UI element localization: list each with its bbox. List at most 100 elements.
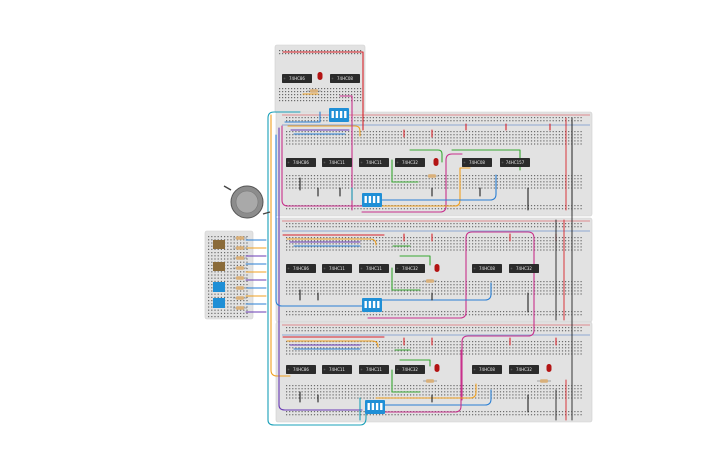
dip-switch-lever[interactable] <box>367 403 370 410</box>
breadboard-hole <box>351 391 353 393</box>
breadboard-hole <box>506 284 508 286</box>
breadboard-hole <box>298 311 300 313</box>
dip-switch-lever[interactable] <box>377 301 380 308</box>
breadboard-hole <box>561 181 564 183</box>
breadboard-hole <box>512 237 514 239</box>
breadboard-hole <box>434 181 436 183</box>
input-dip-switch[interactable] <box>213 298 225 308</box>
breadboard-hole <box>428 223 430 225</box>
dip-switch-lever[interactable] <box>335 111 339 118</box>
breadboard-hole <box>521 205 523 207</box>
dip-switch-row-1[interactable] <box>362 193 382 207</box>
breadboard-hole <box>233 312 235 314</box>
breadboard-hole <box>515 184 517 186</box>
breadboard-hole <box>326 223 328 225</box>
dip-switch-lever[interactable] <box>339 111 343 118</box>
dip-switch-lever[interactable] <box>364 196 367 203</box>
breadboard-hole <box>306 88 308 90</box>
breadboard-hole <box>503 246 505 248</box>
breadboard-hole <box>385 237 387 239</box>
breadboard-hole <box>490 353 492 355</box>
dip-switch-lever[interactable] <box>371 403 375 410</box>
breadboard-hole <box>555 140 557 142</box>
breadboard-hole <box>385 293 387 295</box>
breadboard-hole <box>357 237 359 239</box>
breadboard-hole <box>534 414 536 416</box>
breadboard-hole <box>321 53 323 55</box>
breadboard-hole <box>289 290 291 292</box>
breadboard-hole <box>496 131 498 133</box>
breadboard-hole <box>329 293 331 295</box>
dip-switch-lever[interactable] <box>344 111 347 118</box>
dip-switch-lever[interactable] <box>331 111 334 118</box>
breadboard-hole <box>382 134 384 136</box>
breadboard-hole <box>493 287 495 289</box>
breadboard-hole <box>375 290 378 292</box>
chip-label: 74HC86 <box>289 76 305 81</box>
breadboard-hole <box>447 388 449 390</box>
breadboard-hole <box>330 53 332 55</box>
breadboard-hole <box>499 388 502 390</box>
breadboard-hole <box>292 143 294 145</box>
breadboard-hole <box>416 385 418 387</box>
breadboard-hole <box>565 287 567 289</box>
breadboard-hole <box>475 249 477 251</box>
breadboard-hole <box>472 327 474 329</box>
breadboard-hole <box>372 226 374 228</box>
dip-switch-lever[interactable] <box>372 301 376 308</box>
input-dip-switch[interactable] <box>213 282 225 292</box>
breadboard-hole <box>540 287 542 289</box>
breadboard-hole <box>372 175 374 177</box>
breadboard-hole <box>400 208 402 210</box>
breadboard-hole <box>450 330 452 332</box>
dip-switch-lever[interactable] <box>372 196 376 203</box>
breadboard-hole <box>524 237 526 239</box>
breadboard-hole <box>434 143 436 145</box>
breadboard-hole <box>422 223 424 225</box>
breadboard-hole <box>574 414 576 416</box>
breadboard-hole <box>291 50 293 52</box>
breadboard-hole <box>301 249 303 251</box>
breadboard-hole <box>422 208 424 210</box>
breadboard-hole <box>543 281 545 283</box>
dip-switch-row-3[interactable] <box>365 400 385 414</box>
breadboard-hole <box>428 117 430 119</box>
breadboard-hole <box>326 208 328 210</box>
breadboard-hole <box>320 243 322 245</box>
breadboard-hole <box>230 309 232 311</box>
breadboard-hole <box>478 314 480 316</box>
breadboard-hole <box>382 281 384 283</box>
breadboard-hole <box>313 284 316 286</box>
breadboard-hole <box>348 311 350 313</box>
breadboard-hole <box>310 237 312 239</box>
dip-switch-row-2[interactable] <box>362 298 382 312</box>
breadboard-hole <box>530 137 533 139</box>
dip-switch-lever[interactable] <box>375 403 379 410</box>
breadboard-hole <box>450 311 452 313</box>
breadboard-hole <box>360 293 362 295</box>
dip-switch-lever[interactable] <box>364 301 367 308</box>
breadboard-hole <box>375 293 378 295</box>
dip-switch-lever[interactable] <box>368 196 372 203</box>
breadboard-hole <box>540 184 542 186</box>
breadboard-hole <box>549 385 551 387</box>
breadboard-hole <box>332 284 334 286</box>
breadboard-hole <box>338 287 340 289</box>
breadboard-hole <box>307 226 309 228</box>
breadboard-hole <box>493 208 495 210</box>
breadboard-hole <box>475 175 477 177</box>
input-pushbutton[interactable] <box>213 240 225 249</box>
input-pushbutton[interactable] <box>213 262 225 271</box>
breadboard-hole <box>348 347 350 349</box>
breadboard-hole <box>437 137 440 139</box>
breadboard-hole <box>357 53 359 55</box>
breadboard-hole <box>441 223 443 225</box>
dip-switch-top[interactable] <box>329 108 349 122</box>
breadboard-hole <box>391 120 393 122</box>
breadboard-hole <box>487 353 489 355</box>
dip-switch-lever[interactable] <box>368 301 372 308</box>
dip-switch-lever[interactable] <box>380 403 383 410</box>
dip-switch-lever[interactable] <box>377 196 380 203</box>
breadboard-hole <box>341 243 343 245</box>
breadboard-hole <box>388 327 390 329</box>
